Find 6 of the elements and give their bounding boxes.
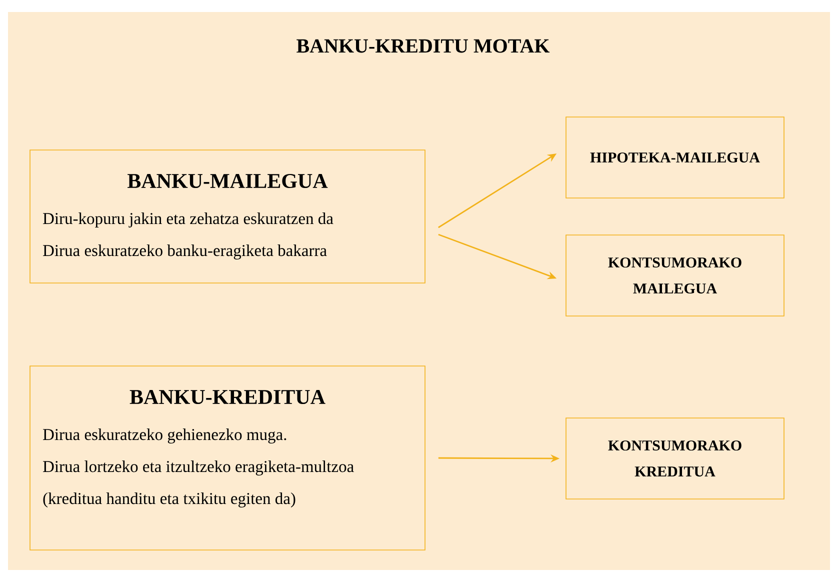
- text-box: BANKU-KREDITUA Dirua eskuratzeko gehienezko muga. Dirua lortzeko eta itzultzeko eragiketa-multzoa (kreditua handitu eta txikitu egiten da): [30, 366, 426, 550]
- title: BANKU-KREDITU MOTAK: [296, 39, 550, 53]
- text-box: KONTSUMORAKO MAILEGUA: [566, 234, 784, 316]
- text-box: HIPOTEKA-MAILEGUA: [566, 116, 784, 198]
- text-box: BANKU-MAILEGUA Diru-kopuru jakin eta zehatza eskuratzen da Dirua eskuratzeko banku-eragiketa bakarra: [30, 150, 426, 284]
- text-box: KONTSUMORAKO KREDITUA: [566, 418, 784, 500]
